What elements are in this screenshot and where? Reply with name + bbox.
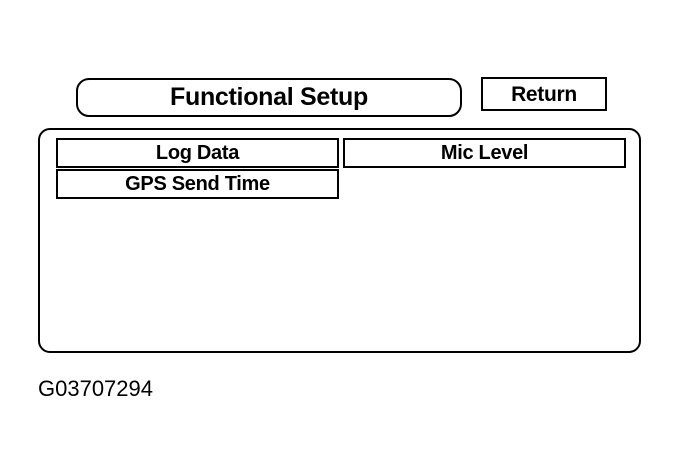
menu-item-label: Mic Level bbox=[440, 142, 529, 164]
menu-item-gps-send-time[interactable]: GPS Send Time bbox=[56, 169, 339, 199]
return-button-label: Return bbox=[511, 82, 577, 106]
menu-item-label: Log Data bbox=[155, 142, 240, 164]
screen-title-label: Functional Setup bbox=[170, 83, 368, 111]
menu-item-mic-level[interactable]: Mic Level bbox=[343, 138, 626, 168]
menu-item-label: GPS Send Time bbox=[125, 173, 270, 195]
main-menu-panel: Log Data GPS Send Time Mic Level bbox=[38, 128, 641, 353]
figure-caption: G03707294 bbox=[38, 376, 153, 401]
return-button[interactable]: Return bbox=[481, 77, 607, 111]
menu-item-log-data[interactable]: Log Data bbox=[56, 138, 339, 168]
screen-title-box: Functional Setup bbox=[76, 78, 462, 117]
